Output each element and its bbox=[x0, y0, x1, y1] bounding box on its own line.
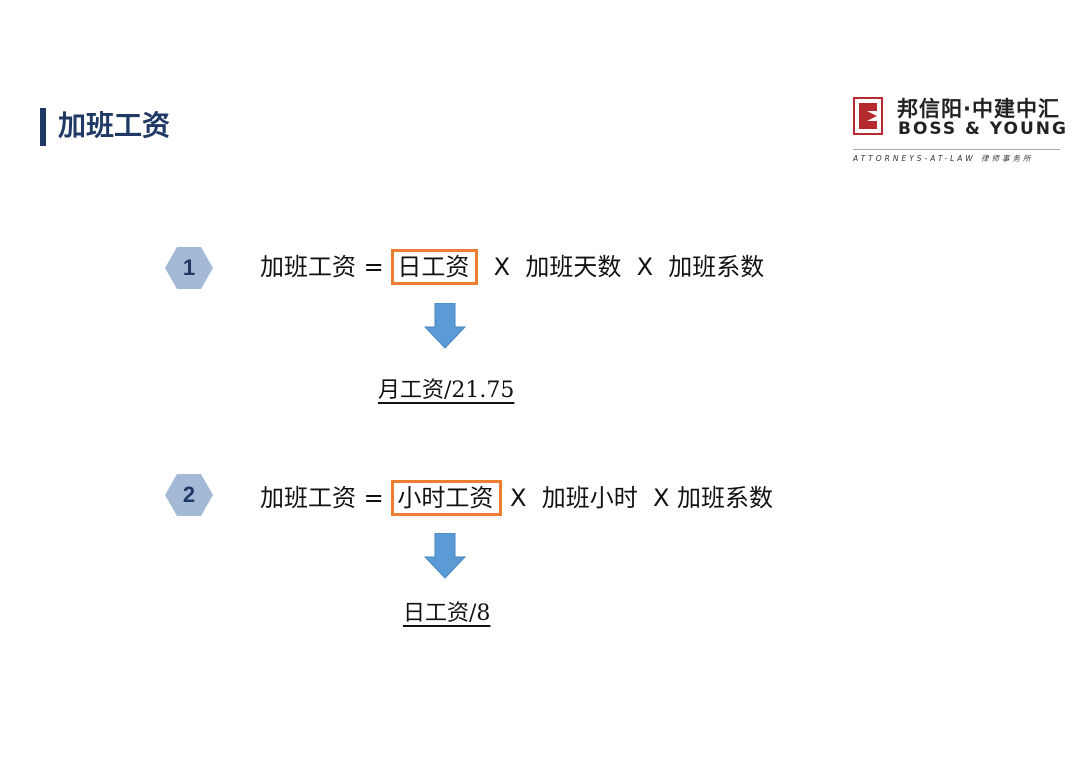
formula-highlight: 日工资 bbox=[391, 249, 479, 285]
formula-lhs: 加班工资 = bbox=[260, 253, 384, 281]
formula-2-note: 日工资/8 bbox=[403, 601, 491, 626]
logo-chinese-name: 邦信阳·中建中汇 bbox=[897, 97, 1060, 121]
step-number: 1 bbox=[182, 255, 196, 280]
formula-2: 加班工资 = 小时工资 X 加班小时 X 加班系数 bbox=[260, 480, 773, 516]
formula-lhs: 加班工资 = bbox=[260, 484, 384, 512]
down-arrow-icon bbox=[423, 302, 467, 349]
formula-rest: X 加班小时 X 加班系数 bbox=[502, 484, 774, 512]
down-arrow-icon bbox=[423, 532, 467, 579]
title-accent-bar bbox=[40, 108, 46, 146]
formula-rest: X 加班天数 X 加班系数 bbox=[478, 253, 765, 281]
step-badge-2: 2 bbox=[165, 474, 213, 516]
formula-highlight: 小时工资 bbox=[391, 480, 503, 516]
logo-divider bbox=[853, 149, 1060, 150]
formula-1-note: 月工资/21.75 bbox=[378, 378, 515, 403]
logo-subtitle: ATTORNEYS-AT-LAW 律师事务所 bbox=[853, 154, 1034, 163]
step-number: 2 bbox=[182, 482, 196, 507]
formula-1: 加班工资 = 日工资 X 加班天数 X 加班系数 bbox=[260, 249, 764, 285]
logo-icon bbox=[853, 97, 883, 135]
page-title: 加班工资 bbox=[58, 109, 171, 142]
step-badge-1: 1 bbox=[165, 247, 213, 289]
logo-english-name: BOSS & YOUNG bbox=[898, 119, 1068, 139]
